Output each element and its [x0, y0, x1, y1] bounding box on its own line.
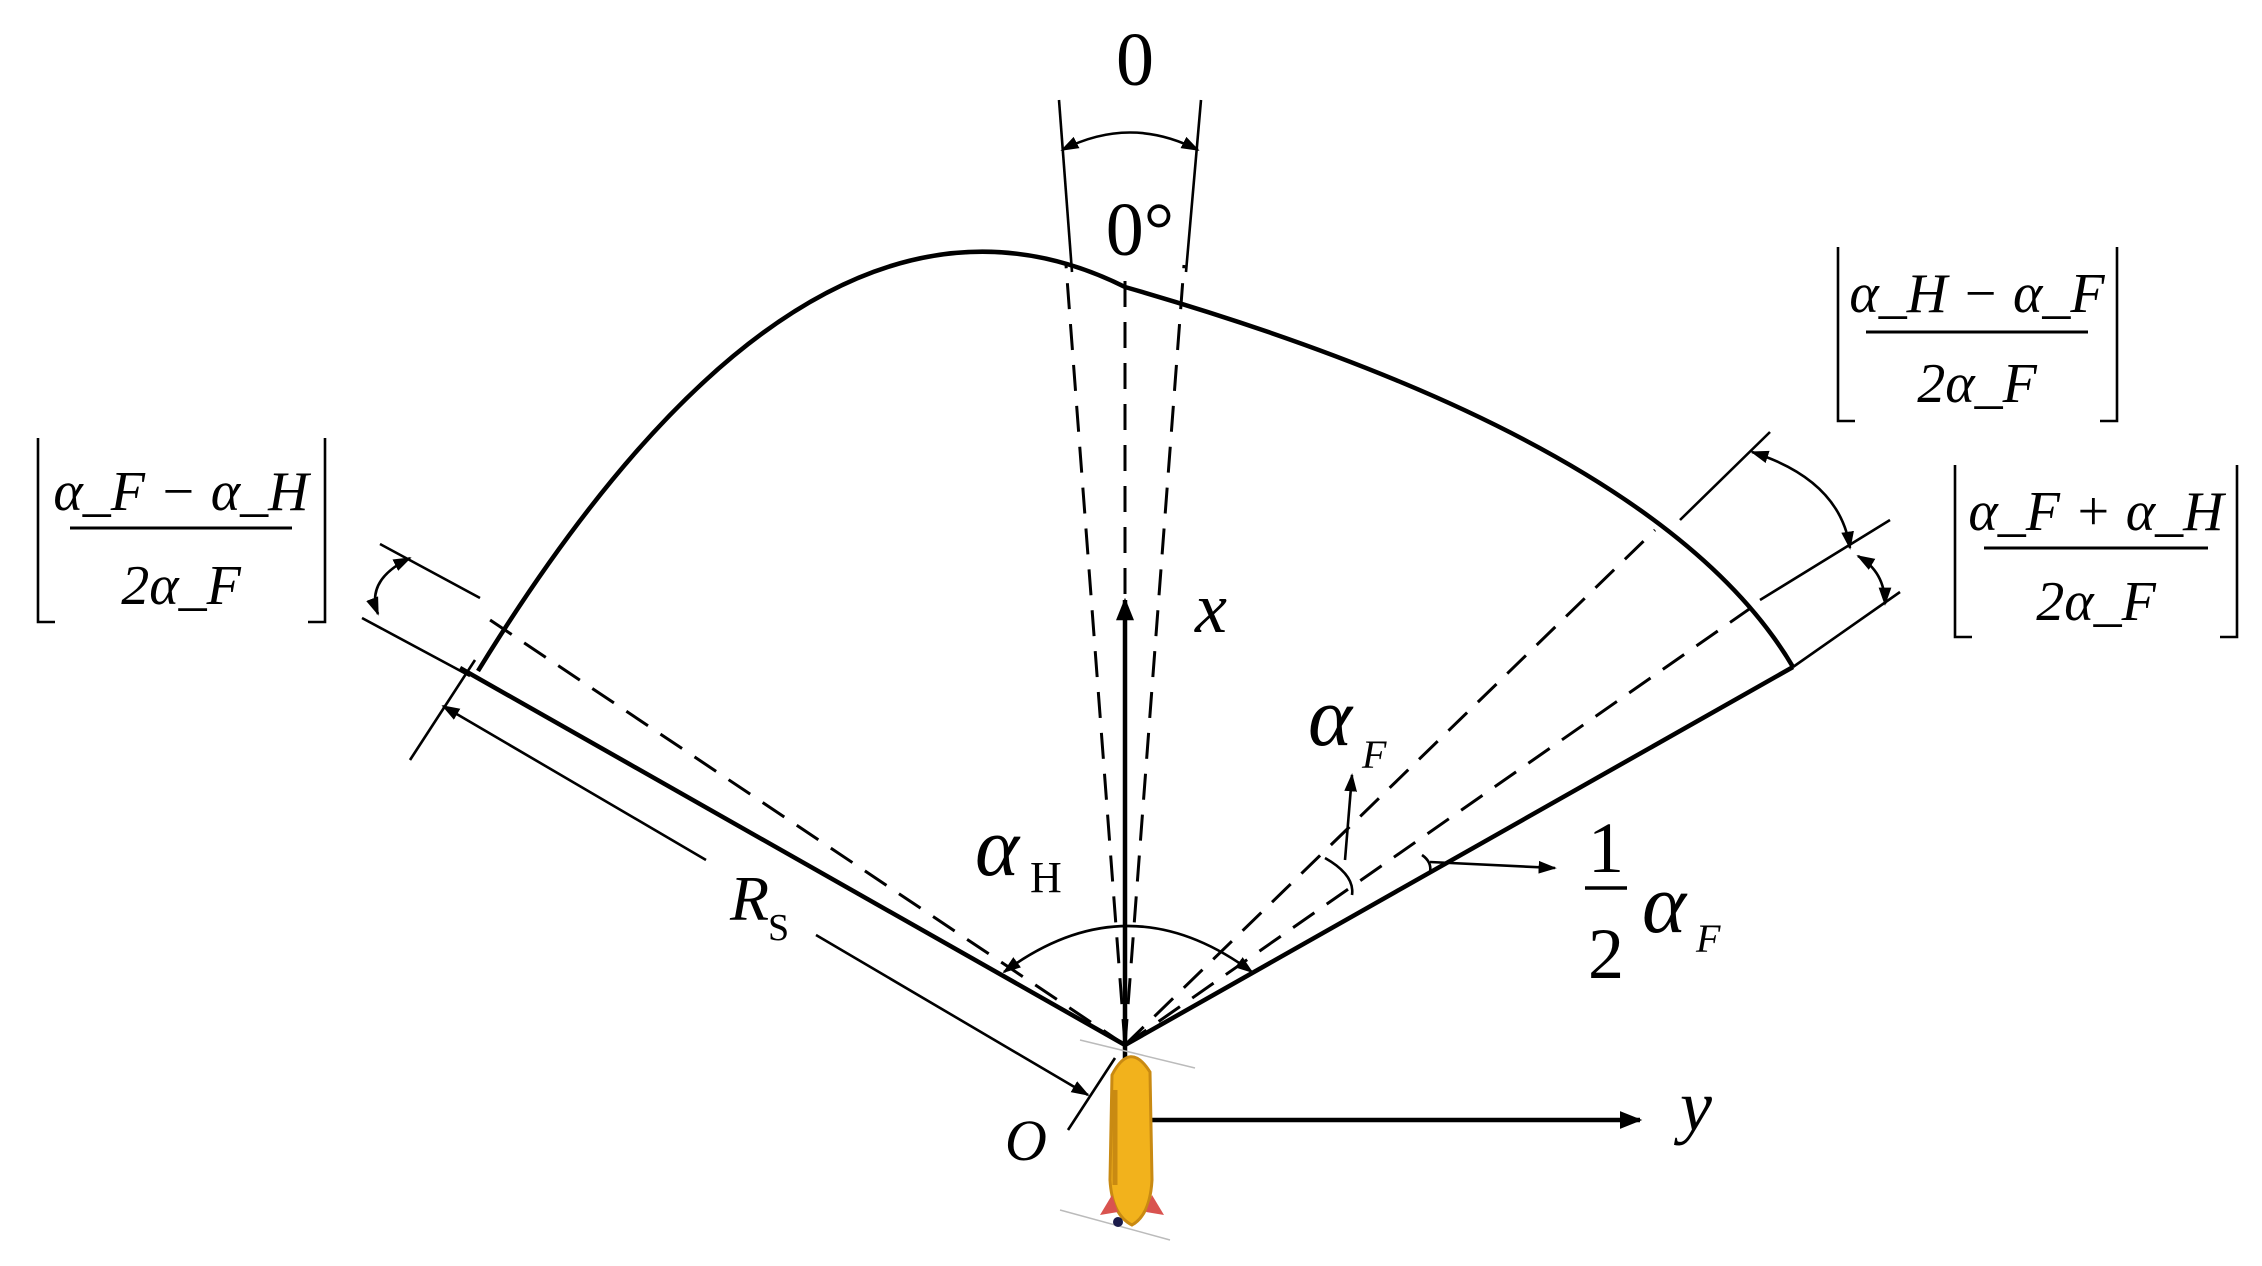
radius-extension-line-origin [1066, 1057, 1117, 1131]
svg-text:2α_F: 2α_F [121, 555, 241, 617]
dashed-line-left [489, 618, 1126, 1047]
dashed-line-top-right [1123, 264, 1186, 1046]
right-extension-1 [1679, 431, 1771, 521]
svg-text:α: α [975, 801, 1021, 894]
origin-label: O [1005, 1108, 1047, 1173]
alpha-f-arc [1324, 856, 1354, 896]
top-extension-right [1184, 99, 1203, 273]
right-angle-arc-lower [1856, 554, 1892, 606]
top-zero-label: 0 [1116, 18, 1154, 102]
half-alpha-f-leader [1429, 860, 1557, 874]
alpha-f-leader [1343, 773, 1358, 861]
svg-text:α_F + α_H: α_F + α_H [1968, 481, 2226, 543]
svg-text:α_H − α_F: α_H − α_F [1849, 263, 2105, 325]
sector-left-edge [458, 666, 1127, 1047]
svg-text:S: S [768, 907, 789, 949]
sector-arc [476, 249, 1795, 673]
right-extension-2 [1759, 518, 1891, 602]
top-extension-left [1057, 99, 1074, 273]
svg-text:2α_F: 2α_F [2036, 571, 2156, 633]
vehicle-icon [1059, 1039, 1196, 1241]
alpha-f-label: α F [1308, 671, 1387, 777]
x-axis-label: x [1194, 568, 1227, 648]
dashed-line-top-left [1064, 264, 1127, 1046]
svg-text:α: α [1308, 671, 1354, 764]
radius-extension-line [408, 659, 477, 761]
zero-degree-label: 0° [1106, 188, 1174, 272]
radius-dimension-upper [441, 704, 707, 862]
alpha-h-arc [1002, 924, 1254, 974]
sector-right-edge [1123, 665, 1795, 1047]
svg-text:R: R [729, 863, 769, 934]
svg-text:F: F [1361, 732, 1387, 777]
left-extension-lower [361, 616, 471, 678]
left-angle-arc [366, 556, 412, 616]
svg-text:F: F [1695, 916, 1721, 961]
right-upper-floor-formula: α_H − α_F 2α_F [1836, 247, 2119, 423]
half-alpha-f-arc [1421, 853, 1432, 873]
right-angle-arc-upper [1750, 450, 1854, 550]
svg-text:2α_F: 2α_F [1917, 353, 2037, 415]
svg-text:α_F − α_H: α_F − α_H [53, 461, 311, 523]
right-lower-floor-formula: α_F + α_H 2α_F [1953, 465, 2239, 639]
svg-text:α: α [1642, 858, 1688, 951]
y-axis-label: y [1673, 1066, 1712, 1146]
svg-text:2: 2 [1588, 914, 1624, 994]
dashed-line-right-2 [1124, 603, 1756, 1047]
left-floor-formula: α_F − α_H 2α_F [36, 438, 327, 624]
alpha-h-label: α H [975, 801, 1062, 902]
svg-text:H: H [1030, 853, 1062, 902]
left-extension-upper [379, 542, 481, 600]
radius-dimension-lower [815, 933, 1090, 1097]
half-alpha-f-label: 1 2 α F [1585, 808, 1721, 994]
radius-label: R S [729, 863, 789, 949]
top-angle-arc [1060, 131, 1200, 152]
svg-text:1: 1 [1588, 808, 1624, 888]
